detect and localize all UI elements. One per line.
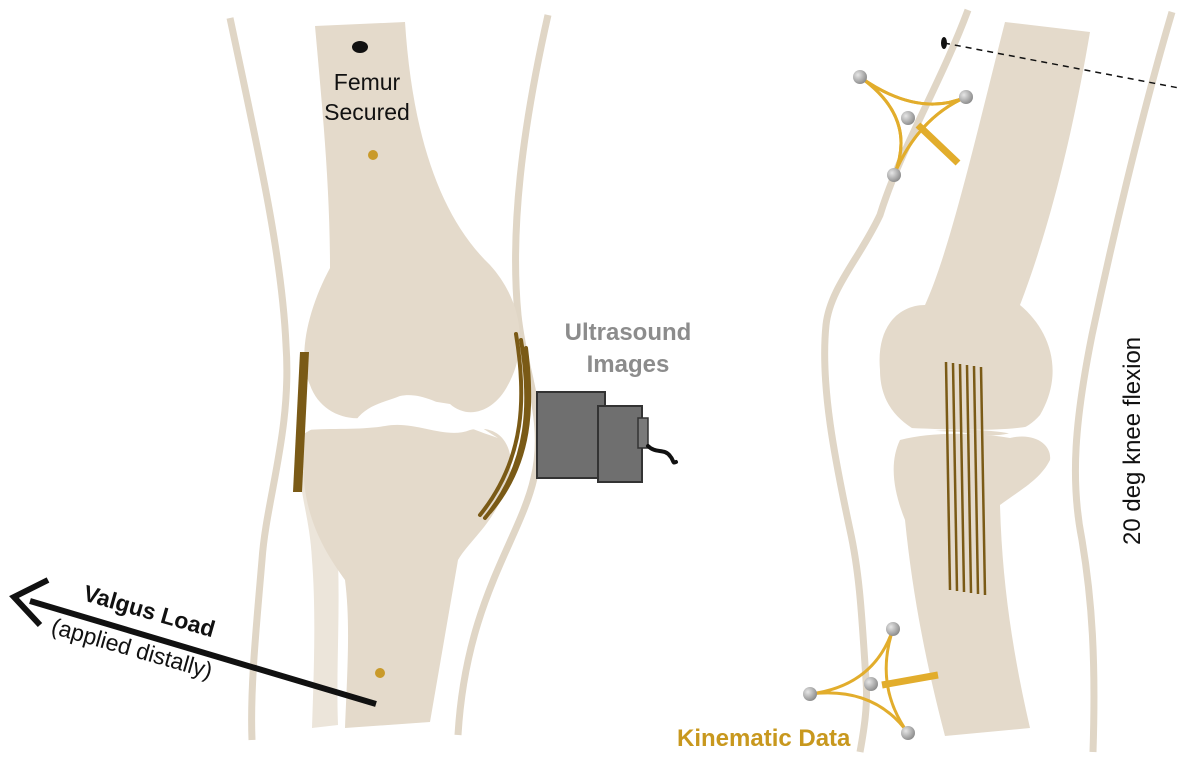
alignment-anchor-point: [941, 37, 947, 49]
ultrasound-probe-icon: [537, 392, 676, 482]
ultrasound-label-line1: Ultrasound: [565, 319, 692, 346]
skin-outline-left: [230, 18, 287, 740]
femur-label-line2: Secured: [324, 99, 410, 125]
sagittal-view: 20 deg knee flexion Kinematic Data: [677, 10, 1179, 752]
femur-label-line1: Femur: [334, 69, 401, 95]
femur-fixation-point: [352, 41, 368, 53]
kinematic-data-label: Kinematic Data: [677, 725, 851, 752]
ultrasound-label-line2: Images: [587, 351, 670, 378]
femur-marker-dot: [368, 150, 378, 160]
optical-marker-triad-lower-icon: [803, 622, 938, 740]
flexion-label: 20 deg knee flexion: [1119, 337, 1146, 545]
sagittal-femur: [880, 22, 1090, 435]
frontal-view: Femur Secured Ultrasound Images Valgus L…: [14, 15, 691, 740]
tibia-marker-dot: [375, 668, 385, 678]
